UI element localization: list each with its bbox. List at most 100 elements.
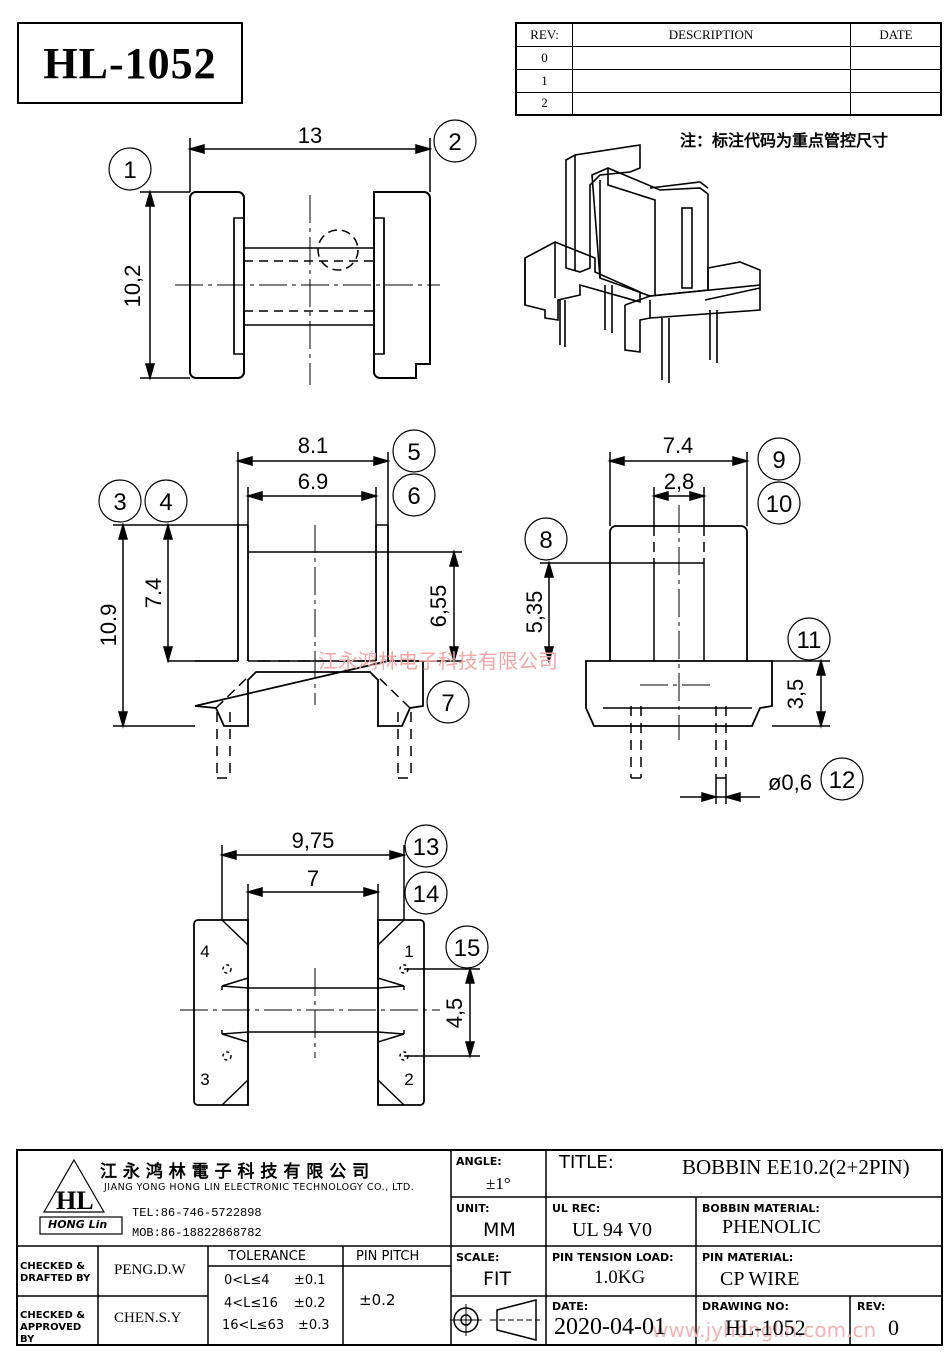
dim-6-9: 6.9 bbox=[298, 469, 329, 494]
callout-circle-5 bbox=[392, 429, 436, 473]
callout-circle-9 bbox=[757, 437, 801, 481]
title-block-frame bbox=[16, 1149, 943, 1346]
dim-3-5: 3,5 bbox=[783, 679, 808, 710]
pin-tension-value: 1.0KG bbox=[594, 1267, 646, 1288]
dim-7-4-front: 7.4 bbox=[141, 578, 166, 609]
callout-circle-8 bbox=[524, 517, 568, 561]
callout-label: 9 bbox=[772, 447, 785, 474]
unit-value: MM bbox=[483, 1219, 516, 1241]
ul-rec-value: UL 94 V0 bbox=[572, 1219, 652, 1241]
callout-circle-13 bbox=[404, 824, 448, 868]
watermark-url: www.jyhonglin.com.cn bbox=[652, 1318, 877, 1342]
dim-4-5: 4,5 bbox=[442, 998, 467, 1029]
callout-circle-12 bbox=[820, 757, 864, 801]
rev-cell: 1 bbox=[517, 69, 573, 92]
callout-label: 13 bbox=[413, 834, 440, 861]
title-label: TITLE: bbox=[559, 1152, 614, 1173]
callout-label: 3 bbox=[113, 489, 126, 516]
callout-label: 7 bbox=[441, 690, 454, 717]
dim-5-35: 5,35 bbox=[522, 591, 547, 634]
callout-circle-11 bbox=[787, 617, 831, 661]
pin-pitch-label: PIN PITCH bbox=[356, 1249, 420, 1264]
isometric-view bbox=[524, 144, 761, 383]
checked-drafted-value: PENG.D.W bbox=[114, 1262, 186, 1278]
angle-value: ±1° bbox=[486, 1174, 511, 1193]
revision-row: 0 bbox=[517, 46, 940, 70]
company-logo-sub: HONG Lin bbox=[48, 1218, 108, 1231]
tolerance-value: ±0.2 bbox=[294, 1296, 326, 1311]
revision-header-row: REV: DESCRIPTION DATE bbox=[517, 24, 940, 47]
ul-rec-label: UL REC: bbox=[552, 1202, 601, 1215]
description-cell bbox=[572, 46, 851, 69]
scale-value: FIT bbox=[483, 1268, 512, 1290]
date-label: DATE: bbox=[552, 1300, 589, 1313]
callout-circle-2 bbox=[433, 119, 477, 163]
tolerance-value: ±0.3 bbox=[298, 1318, 330, 1333]
callout-circle-10 bbox=[757, 481, 801, 525]
description-cell bbox=[572, 69, 851, 92]
callout-label: 5 bbox=[407, 439, 420, 466]
tolerance-range: 16<L≤63 bbox=[222, 1318, 285, 1333]
checked-approved-label: CHECKED & APPROVED BY bbox=[20, 1310, 85, 1345]
rev-cell: 0 bbox=[517, 46, 573, 69]
callout-label: 6 bbox=[407, 483, 420, 510]
pin-material-label: PIN MATERIAL: bbox=[702, 1251, 794, 1264]
callout-circle-14 bbox=[404, 871, 448, 915]
rev-label: REV: bbox=[857, 1300, 886, 1313]
bottom-view bbox=[180, 845, 480, 1106]
tolerance-range: 4<L≤16 bbox=[224, 1296, 278, 1311]
pin-pitch-value: ±0.2 bbox=[359, 1291, 396, 1309]
front-view bbox=[113, 452, 462, 779]
date-header: DATE bbox=[879, 27, 913, 42]
part-number-box: HL-1052 bbox=[17, 22, 243, 104]
control-dimension-note: 注：标注代码为重点管控尺寸 bbox=[680, 131, 889, 150]
dim-0-6: ø0,6 bbox=[768, 770, 812, 795]
bobbin-material-value: PHENOLIC bbox=[722, 1216, 821, 1238]
description-cell bbox=[572, 92, 851, 114]
scale-label: SCALE: bbox=[456, 1251, 500, 1264]
callout-circle-1 bbox=[108, 147, 152, 191]
watermark-text: 江永鸿林电子科技有限公司 bbox=[318, 649, 558, 673]
part-number: HL-1052 bbox=[43, 38, 217, 88]
callout-label: 11 bbox=[797, 627, 822, 654]
pin-material-value: CP WIRE bbox=[720, 1268, 800, 1290]
callout-circle-3 bbox=[98, 479, 142, 523]
company-logo-text: HL bbox=[56, 1186, 94, 1215]
dim-7-4-side: 7.4 bbox=[663, 433, 694, 458]
rev-cell: 2 bbox=[517, 92, 573, 114]
tolerance-value: ±0.1 bbox=[294, 1273, 326, 1288]
dimension-labels: 13 10,2 8.1 6.9 10.9 7.4 6,55 7.4 2,8 5,… bbox=[96, 123, 812, 1028]
pin-tension-label: PIN TENSION LOAD: bbox=[552, 1251, 674, 1264]
callout-labels: 1 2 3 4 5 6 7 8 9 10 11 12 13 14 15 bbox=[113, 129, 855, 962]
dim-10-9: 10.9 bbox=[96, 604, 121, 647]
pin-label-2: 2 bbox=[404, 1070, 413, 1089]
drawing-no-value: HL-1052 bbox=[725, 1315, 806, 1340]
callout-label: 4 bbox=[159, 489, 172, 516]
pin-label-3: 3 bbox=[200, 1070, 209, 1089]
drawing-no-label: DRAWING NO: bbox=[702, 1300, 789, 1313]
dim-2-8: 2,8 bbox=[664, 469, 695, 494]
angle-label: ANGLE: bbox=[456, 1155, 502, 1168]
company-name-cn: 江 永 鸿 林 電 子 科 技 有 限 公 司 bbox=[100, 1162, 370, 1182]
unit-label: UNIT: bbox=[456, 1202, 490, 1215]
callout-label: 1 bbox=[123, 157, 136, 184]
callout-label: 10 bbox=[766, 491, 793, 518]
title-value: BOBBIN EE10.2(2+2PIN) bbox=[682, 1155, 910, 1179]
checked-drafted-label: CHECKED & DRAFTED BY bbox=[20, 1261, 91, 1284]
callout-label: 2 bbox=[448, 129, 461, 156]
top-view bbox=[140, 138, 440, 385]
company-mob: MOB:86-18822868782 bbox=[132, 1226, 262, 1240]
tolerance-range: 0<L≤4 bbox=[224, 1273, 270, 1288]
callout-circle-15 bbox=[445, 925, 489, 969]
rev-value: 0 bbox=[888, 1315, 899, 1340]
callout-label: 15 bbox=[454, 935, 481, 962]
revision-row: 2 bbox=[517, 92, 940, 114]
callout-label: 12 bbox=[829, 767, 856, 794]
revision-table: REV: DESCRIPTION DATE 0 1 2 bbox=[515, 22, 942, 116]
company-tel: TEL:86-746-5722898 bbox=[132, 1206, 262, 1220]
callout-circle-6 bbox=[392, 473, 436, 517]
dim-8-1: 8.1 bbox=[298, 433, 329, 458]
date-value: 2020-04-01 bbox=[554, 1314, 666, 1340]
tolerance-label: TOLERANCE bbox=[228, 1249, 307, 1264]
